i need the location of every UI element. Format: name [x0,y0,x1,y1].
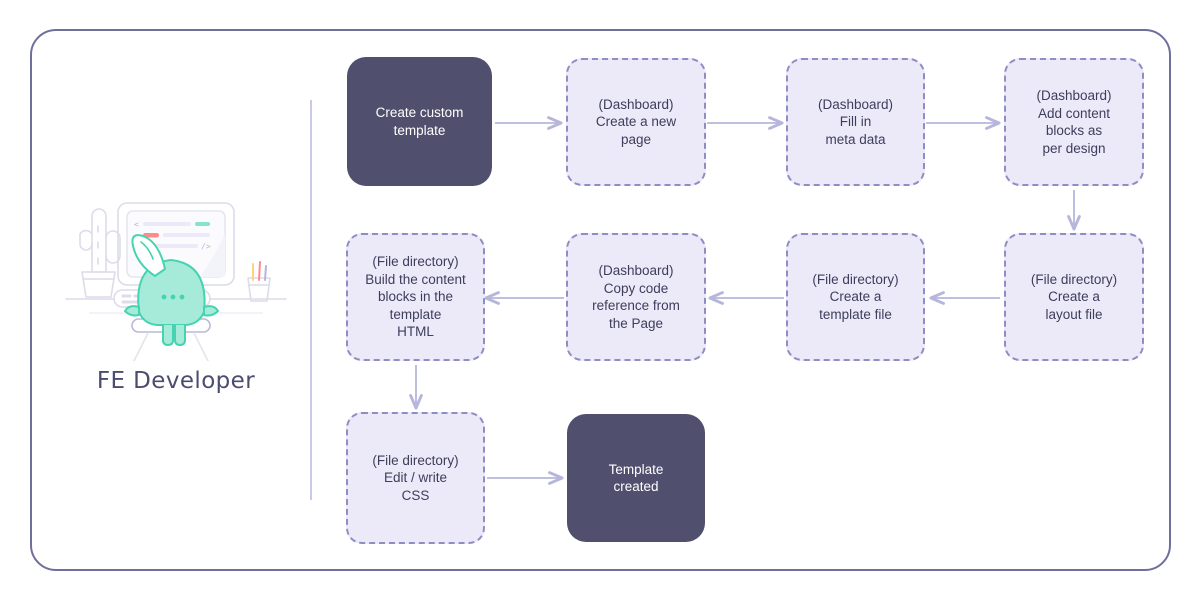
node-dashboard-copy-code-reference[interactable]: (Dashboard) Copy code reference from the… [566,233,706,361]
svg-text:/>: /> [201,242,211,251]
node-create-custom-template[interactable]: Create custom template [347,57,492,186]
fe-developer-illustration: < /> [62,186,290,361]
node-template-created[interactable]: Template created [567,414,705,542]
svg-text:<: < [134,220,139,229]
node-file-directory-create-layout-file[interactable]: (File directory) Create a layout file [1004,233,1144,361]
node-dashboard-fill-meta-data[interactable]: (Dashboard) Fill in meta data [786,58,925,186]
node-dashboard-add-content-blocks[interactable]: (Dashboard) Add content blocks as per de… [1004,58,1144,186]
node-file-directory-create-template-file[interactable]: (File directory) Create a template file [786,233,925,361]
node-dashboard-create-new-page[interactable]: (Dashboard) Create a new page [566,58,706,186]
diagram-frame [30,29,1171,571]
node-file-directory-build-content-blocks[interactable]: (File directory) Build the content block… [346,233,485,361]
node-file-directory-edit-write-css[interactable]: (File directory) Edit / write CSS [346,412,485,544]
persona-label: FE Developer [96,368,256,394]
section-divider [310,100,312,500]
